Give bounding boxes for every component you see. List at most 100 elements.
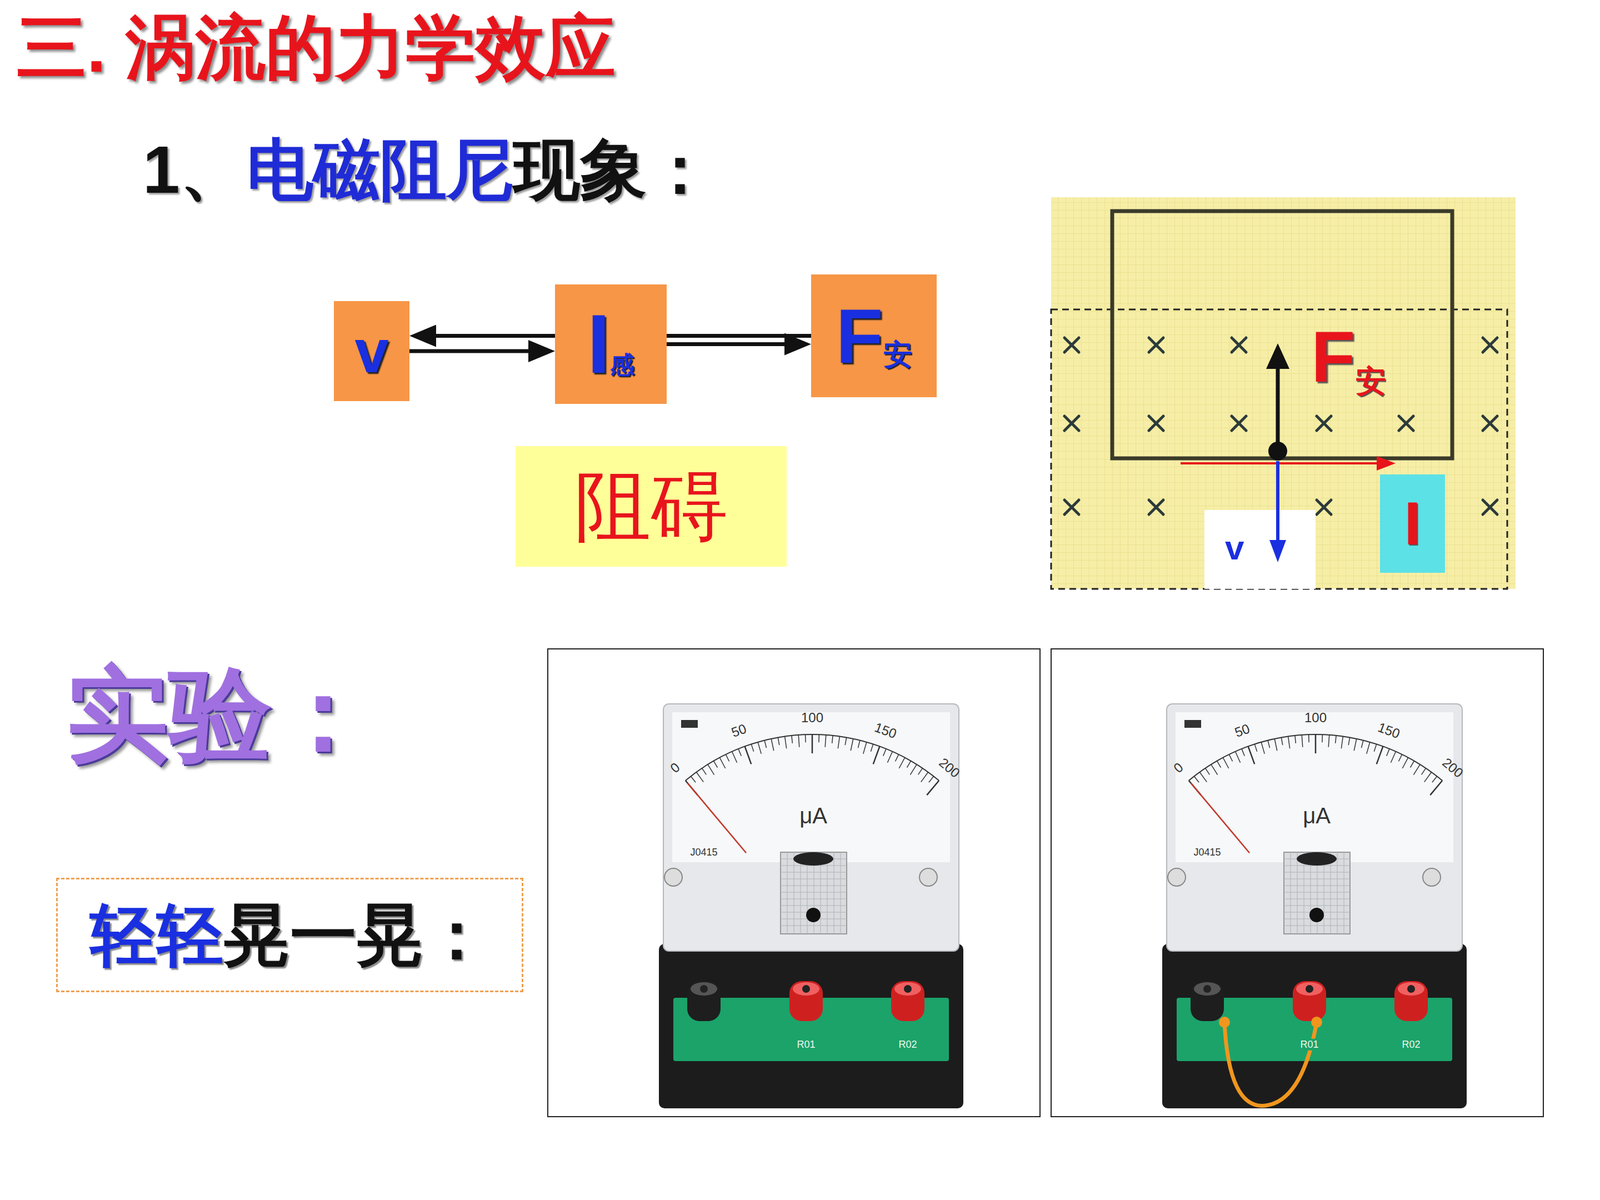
section-heading: 电磁阻尼 — [246, 131, 514, 208]
scale-tick — [805, 734, 807, 743]
scale-tick — [1376, 746, 1384, 764]
scale-tick — [910, 764, 917, 775]
scale-tick — [863, 742, 867, 754]
force-symbol: F — [1311, 315, 1355, 399]
scale-tick — [690, 776, 696, 783]
meter-body — [663, 703, 959, 952]
node-text: 轻轻 — [90, 896, 224, 974]
terminal-label: R02 — [896, 1038, 919, 1051]
field-region — [1051, 309, 1508, 589]
window-grid — [787, 852, 788, 934]
window-grid — [1283, 885, 1350, 887]
terminal-label: R01 — [795, 1038, 817, 1051]
scale-tick — [1254, 743, 1257, 752]
window-grid — [1283, 892, 1350, 893]
scale-tick — [1211, 764, 1218, 775]
scale-tick — [1361, 740, 1363, 749]
terminal-top — [894, 982, 922, 996]
photo-frame — [1051, 648, 1544, 1117]
velocity-symbol: v — [1225, 527, 1244, 568]
unit-label: μA — [799, 802, 828, 829]
terminal — [1292, 981, 1327, 1022]
label-patch — [1204, 510, 1316, 589]
field-cross — [1231, 416, 1247, 431]
window-grid — [1303, 852, 1305, 934]
scale-tick — [873, 746, 880, 764]
wire-end — [1311, 1016, 1323, 1028]
experiment-step-box: 轻轻晃一晃： — [56, 877, 524, 993]
node-text: I — [1403, 488, 1422, 559]
scale-tick — [1432, 776, 1438, 783]
quantity-box: I感 — [555, 284, 667, 404]
scale-tick — [745, 746, 752, 764]
node-text: 晃一晃： — [223, 896, 490, 974]
window-grid — [1290, 852, 1292, 934]
screw — [1167, 868, 1186, 887]
scale-tick — [1373, 743, 1377, 752]
ammeter-photo — [547, 648, 1040, 1117]
short-wire — [1224, 1022, 1317, 1106]
scale-tick — [1421, 768, 1427, 775]
terminal — [1394, 981, 1428, 1022]
quantity-box: v — [333, 301, 410, 402]
scale-tick — [818, 734, 820, 743]
meter-body — [1166, 703, 1463, 952]
scale-tick — [1193, 776, 1199, 783]
current-label-box: I — [1380, 474, 1445, 573]
model-number: J0415 — [1193, 846, 1221, 859]
scale-tick — [719, 757, 725, 769]
window-grid — [1343, 852, 1345, 934]
window-grid — [780, 925, 847, 927]
scale-tick — [1353, 738, 1357, 752]
scale-tick — [1413, 764, 1420, 775]
screw — [664, 868, 683, 887]
scale-tick — [1390, 751, 1396, 763]
terminal-top — [1296, 982, 1323, 996]
scale-tick — [895, 754, 899, 762]
scale-tick — [1366, 742, 1370, 754]
scale-tick — [1301, 735, 1303, 748]
velocity-arrow — [1276, 461, 1280, 542]
window-grid — [1283, 905, 1350, 907]
terminal-top — [1397, 982, 1425, 996]
scale-tick — [1248, 746, 1255, 764]
scale-tick — [825, 735, 827, 748]
terminal-hole — [1407, 985, 1415, 993]
needle — [1191, 783, 1250, 854]
scale-card — [672, 712, 950, 863]
window-grid — [1283, 925, 1350, 927]
field-cross — [1398, 416, 1414, 431]
field-cross — [1064, 416, 1079, 431]
terminal-hole — [1203, 985, 1212, 993]
scale-tick — [1199, 772, 1207, 783]
scale-tick — [1321, 734, 1323, 743]
terminal — [687, 981, 721, 1022]
scale-tick — [845, 737, 847, 745]
scale-tick — [1295, 735, 1296, 744]
hinder-box: 阻碍 — [515, 446, 787, 567]
scale-tick — [1288, 736, 1290, 749]
zero-knob — [1309, 907, 1324, 923]
force-subscript: 安 — [1355, 363, 1387, 399]
scale-tick — [1341, 736, 1343, 749]
scale-tick — [921, 772, 929, 783]
field-cross — [1482, 416, 1498, 431]
scale-tick — [1222, 757, 1229, 769]
wire-end — [1218, 1016, 1230, 1028]
screw — [1422, 868, 1441, 887]
current-arrowhead — [1376, 456, 1396, 471]
field-cross — [1231, 337, 1247, 353]
scale-number: 100 — [1304, 710, 1327, 726]
node-text: 阻碍 — [574, 462, 728, 551]
terminal-top — [1193, 982, 1221, 996]
window-grid — [780, 892, 847, 893]
field-cross — [1148, 337, 1164, 353]
scale-tick — [771, 738, 774, 752]
scale-tick — [713, 761, 718, 768]
field-cross — [1148, 500, 1164, 515]
section-heading: 1、 — [142, 131, 247, 208]
mechanism-window — [780, 852, 847, 934]
maker-logo — [1184, 720, 1202, 728]
node-text: I — [587, 296, 611, 393]
field-panel — [1051, 197, 1516, 589]
